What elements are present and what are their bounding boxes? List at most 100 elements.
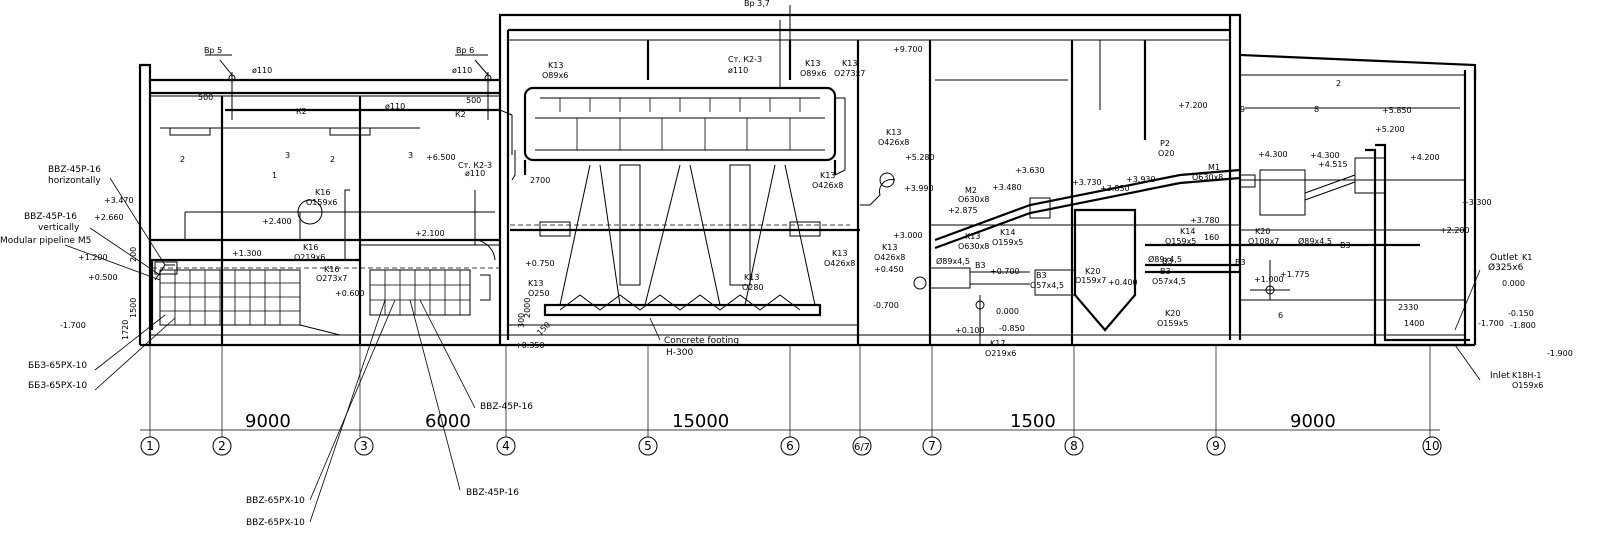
elev-0600: +0.600 [335, 289, 365, 298]
label-k13-e-d: O426x8 [812, 181, 843, 190]
num-2000: 2000 [523, 298, 532, 318]
building-outline [138, 13, 1477, 347]
elev-4515: +4.515 [1318, 160, 1348, 169]
elev-7200: +7.200 [1178, 101, 1208, 110]
label-d89-b: Ø89x4,5 [1148, 254, 1182, 264]
label-k13-a-d: O89x6 [542, 71, 568, 80]
elev-1300: +1.300 [232, 249, 262, 258]
label-m2-d: O630x8 [958, 195, 989, 204]
axis-4: 4 [502, 439, 510, 453]
elev-1775: +1.775 [1280, 270, 1310, 279]
right-equipment [913, 143, 1470, 347]
elev-1800: -1.800 [1510, 321, 1536, 330]
pipe-labels: Вр 5 Вр 6 Вр 3,7 Ст. К2-3 Ст. К2-3 К2 К2… [204, 0, 1351, 358]
label-k20-c-d: O108x7 [1248, 237, 1279, 246]
label-k13-j-d: O630x8 [958, 242, 989, 251]
elev-1700-a: -1.700 [60, 321, 86, 330]
dim-6000: 6000 [425, 411, 471, 432]
elev-0700-neg: -0.700 [873, 301, 899, 310]
label-d110-d: ø110 [465, 169, 485, 178]
label-outlet: Outlet [1490, 253, 1518, 263]
label-k13-d: K13 [886, 128, 901, 137]
label-p2-d: O20 [1158, 149, 1174, 158]
label-b3-a: B3 [1036, 271, 1047, 280]
label-b3-b-d: O57x4,5 [1152, 277, 1186, 286]
label-k13-d-d: O426x8 [878, 138, 909, 147]
elev-1000: +1.000 [1254, 275, 1284, 284]
label-k13-c-d: O273x7 [834, 69, 865, 78]
label-k20-a-d: O159x7 [1075, 276, 1106, 285]
label-k16-c: K16 [324, 265, 339, 274]
elev-0150: -0.150 [1508, 309, 1534, 318]
label-bbz45-horizontal: BBZ-45P-16 [48, 165, 101, 175]
label-k20-b: K20 [1165, 309, 1180, 318]
dim-9000-left: 9000 [245, 411, 291, 432]
callout-3b: 3 [408, 151, 413, 160]
callout-6: 6 [1278, 311, 1283, 320]
label-k13-f: K13 [832, 249, 847, 258]
elev-2660: +2.660 [94, 213, 124, 222]
label-st-k23-left: Ст. К2-3 [458, 161, 492, 170]
axis-1: 1 [146, 439, 154, 453]
label-k14-a-d: O159x5 [992, 238, 1023, 247]
label-bb3-b: ББЗ-65РХ-10 [28, 381, 87, 391]
elev-1200: +1.200 [78, 253, 108, 262]
elev-0400: +0.400 [1108, 278, 1138, 287]
num-500-b: 500 [466, 96, 481, 105]
elev-3930: +3.930 [1126, 175, 1156, 184]
label-k16-c-d: O273x7 [316, 274, 347, 283]
label-bbz65-a: BBZ-65PX-10 [246, 496, 305, 506]
central-clarifier [508, 5, 896, 326]
elev-2875: +2.875 [948, 206, 978, 215]
label-d89-a: Ø89x4,5 [936, 256, 970, 266]
elev-0000-b: 0.000 [1502, 279, 1525, 288]
leader-lines [64, 177, 1481, 523]
elev-3480: +3.480 [992, 183, 1022, 192]
num-200: 200 [129, 247, 138, 262]
axis-labels: 1 2 3 4 5 6 6/7 7 8 9 10 [146, 439, 1439, 453]
num-2700: 2700 [530, 176, 550, 185]
label-bbz45-bottom: BBZ-45P-16 [466, 488, 519, 498]
axis-bubbles [140, 436, 1442, 456]
label-b3-b: B3 [1160, 267, 1171, 276]
elev-4200: +4.200 [1410, 153, 1440, 162]
label-bbz65-b: BBZ-65PX-10 [246, 518, 305, 528]
axis-3: 3 [360, 439, 368, 453]
callout-1: 1 [272, 171, 277, 180]
label-k2-right: К2 [455, 110, 466, 119]
axis-7: 7 [928, 439, 936, 453]
callout-2a: 2 [180, 155, 185, 164]
label-k13-c: K13 [842, 59, 857, 68]
label-k16-a-d: O159x6 [306, 198, 337, 207]
num-160: 160 [1204, 233, 1219, 242]
elev-3990: +3.990 [904, 184, 934, 193]
axis-10: 10 [1424, 439, 1439, 453]
label-k14-a: K14 [1000, 228, 1015, 237]
label-k13-i: K13 [528, 279, 543, 288]
label-k14-b: K14 [1180, 227, 1195, 236]
label-outlet-diameter: Ø325x6 [1488, 262, 1524, 273]
equipment-labels: BBZ-45P-16 horizontally BBZ-45P-16 verti… [0, 165, 1543, 528]
elev-2200: +2.200 [1440, 226, 1470, 235]
label-k13-b-d: O89x6 [800, 69, 826, 78]
elev-0700: +0.700 [990, 267, 1020, 276]
label-d110-c: ø110 [385, 102, 405, 111]
label-k13-g-d: O426x8 [874, 253, 905, 262]
num-1500: 1500 [129, 298, 138, 318]
label-k13-j: K13 [965, 232, 980, 241]
label-k13-i-d: O250 [528, 289, 550, 298]
callout-3a: 3 [285, 151, 290, 160]
elev-0350: +0.350 [515, 341, 545, 350]
span-dimensions: 9000 6000 15000 1500 9000 [245, 411, 1336, 432]
elev-0000-a: 0.000 [996, 307, 1019, 316]
label-d110-b: ø110 [452, 66, 472, 75]
label-concrete-footing: Concrete footing [664, 336, 739, 346]
label-k13-f-d: O426x8 [824, 259, 855, 268]
elev-0450: +0.450 [874, 265, 904, 274]
pipes-left [205, 54, 516, 181]
label-b3-f: B3 [1235, 258, 1246, 267]
label-k16-b: K16 [303, 243, 318, 252]
label-vd37: Вр 3,7 [744, 0, 770, 8]
label-d89-c: Ø89x4,5 [1298, 236, 1332, 246]
elev-2400: +2.400 [262, 217, 292, 226]
